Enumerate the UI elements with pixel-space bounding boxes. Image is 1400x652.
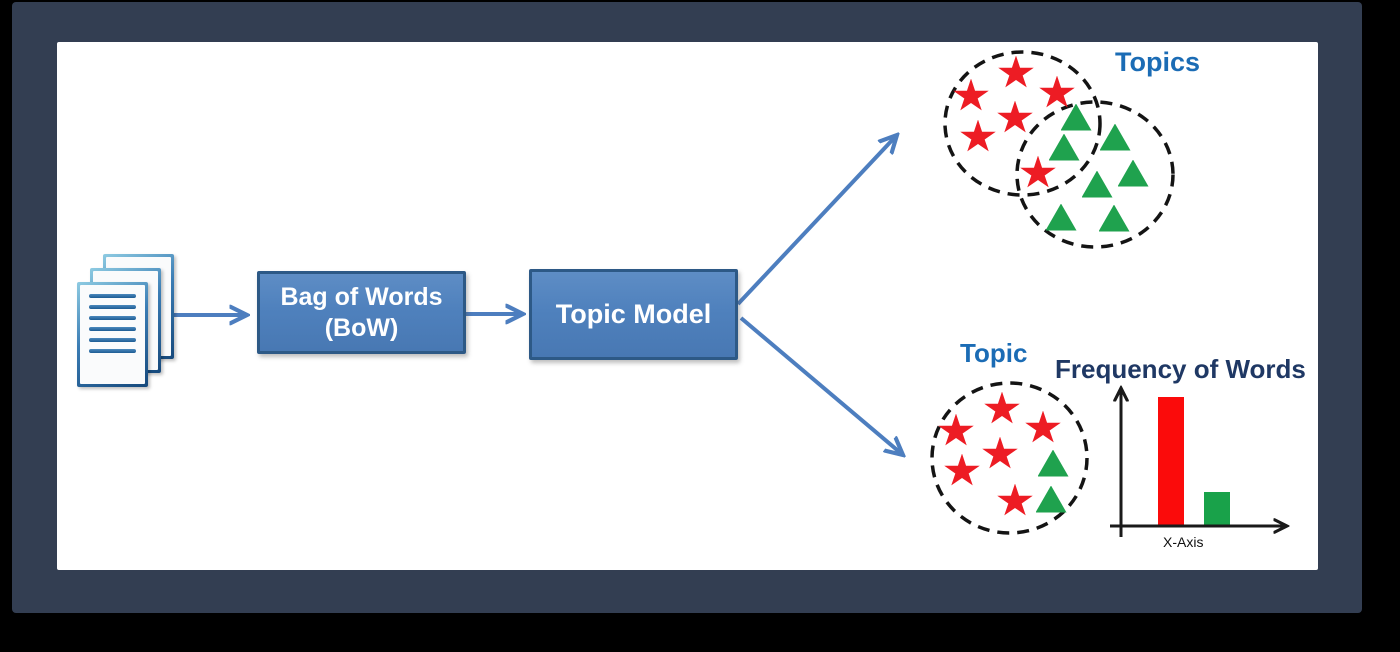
document-page-icon — [77, 282, 148, 387]
chart-title: Frequency of Words — [1055, 354, 1306, 384]
document-text-line — [89, 349, 136, 353]
topic-model-node: Topic Model — [529, 269, 738, 360]
x-axis-label: X-Axis — [1163, 534, 1204, 550]
diagram-canvas: Bag of Words (BoW) Topic Model Topics To… — [57, 42, 1318, 570]
document-text-line — [89, 316, 136, 320]
connectors-overlay — [168, 50, 1318, 537]
arrow-topicmodel-to-topic — [739, 316, 903, 455]
document-text-line — [89, 338, 136, 342]
document-text-line — [89, 294, 136, 298]
document-text-line — [89, 327, 136, 331]
bow-label-line2: (BoW) — [324, 313, 399, 342]
documents-stack-icon — [77, 254, 177, 390]
topics-label: Topics — [1115, 47, 1201, 77]
topics-circle-right — [1015, 100, 1175, 249]
bag-of-words-node: Bag of Words (BoW) — [257, 271, 466, 354]
slide-frame: Bag of Words (BoW) Topic Model Topics To… — [12, 2, 1362, 613]
arrow-topicmodel-to-topics — [736, 135, 897, 306]
topic-label: Topic — [960, 338, 1028, 368]
bow-label-line1: Bag of Words — [280, 282, 443, 311]
document-text-line — [89, 305, 136, 309]
topic-circle — [930, 381, 1089, 535]
topics-circle-left — [943, 50, 1102, 197]
bar-red-word-frequency — [1158, 397, 1184, 525]
bar-green-word-frequency — [1204, 492, 1230, 525]
document-page-face — [80, 285, 145, 384]
topic-model-label: Topic Model — [555, 299, 712, 329]
